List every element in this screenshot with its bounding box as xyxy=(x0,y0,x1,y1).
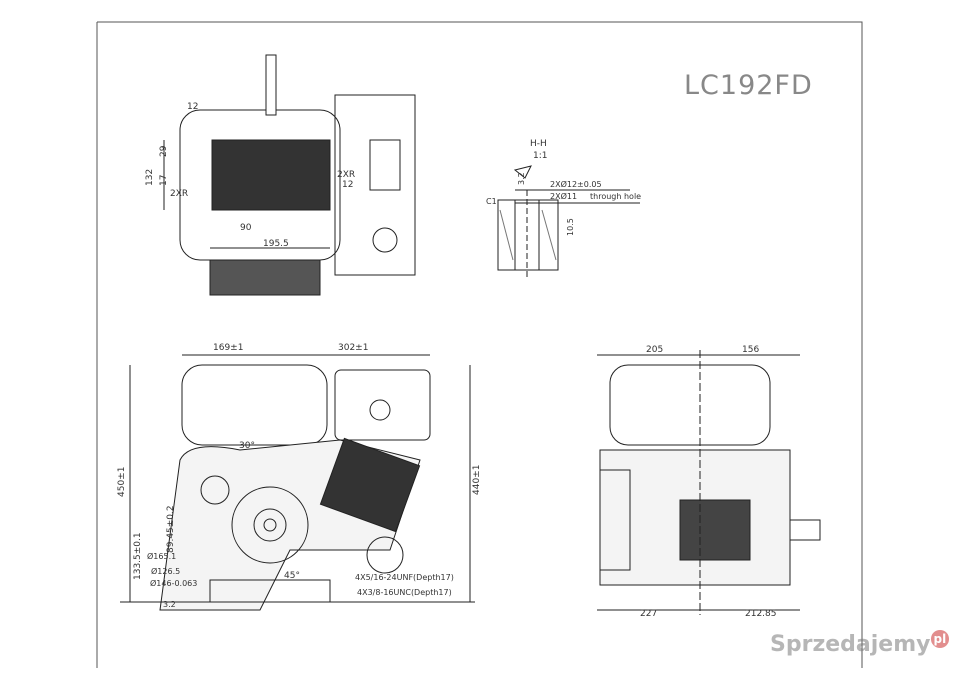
dim-label: 156 xyxy=(742,345,760,355)
angle-label: 30° xyxy=(239,441,255,451)
diameter-label: Ø126.5 xyxy=(151,567,181,576)
bore-label: 2XØ11 xyxy=(550,192,578,201)
dim-label: 90 xyxy=(240,223,252,233)
dim-label: 17 xyxy=(159,174,169,186)
dim-label: 133.5±0.1 xyxy=(133,532,143,580)
thread-label: 4X5/16-24UNF(Depth17) xyxy=(355,573,454,582)
dim-label: 132 xyxy=(145,168,155,186)
top-view-engine xyxy=(163,54,416,296)
front-view-engine xyxy=(120,354,475,611)
bore-label: 2XØ12±0.05 xyxy=(550,180,602,189)
model-title: LC192FD xyxy=(684,70,813,101)
dim-label: 302±1 xyxy=(338,343,369,353)
dim-label: 440±1 xyxy=(472,464,482,495)
dim-label: 12 xyxy=(342,180,354,190)
dim-label: 205 xyxy=(646,345,664,355)
drawing-frame xyxy=(97,21,863,668)
section-label: H-H xyxy=(530,139,547,149)
depth-label: 10.5 xyxy=(566,218,575,236)
dim-label: 450±1 xyxy=(117,466,127,497)
dim-label: 2XR xyxy=(170,189,189,199)
chamfer-label: C1 xyxy=(486,197,497,206)
section-hh xyxy=(497,165,640,280)
dim-label: 89.45±0.2 xyxy=(166,505,176,553)
bore-note: through hole xyxy=(590,192,642,201)
roughness-label: 3.2 xyxy=(517,172,526,185)
dim-label: 212.85 xyxy=(745,609,777,619)
angle-label: 45° xyxy=(284,571,300,581)
dim-label: 12 xyxy=(187,102,199,112)
watermark-suffix: pl xyxy=(930,630,950,648)
dim-label: 195.5 xyxy=(263,239,289,249)
dim-label: 169±1 xyxy=(213,343,244,353)
diameter-label: Ø165.1 xyxy=(147,552,177,561)
dim-label: 227 xyxy=(640,609,658,619)
dim-label: 2XR xyxy=(337,170,356,180)
side-view-engine xyxy=(597,350,821,615)
dim-label: 29 xyxy=(159,145,169,157)
section-scale: 1:1 xyxy=(533,151,548,161)
roughness-label: 3.2 xyxy=(163,600,176,609)
thread-label: 4X3/8-16UNC(Depth17) xyxy=(357,588,452,597)
diameter-label: Ø146-0.063 xyxy=(150,579,198,588)
watermark-text: Sprzedajemy xyxy=(770,632,931,657)
